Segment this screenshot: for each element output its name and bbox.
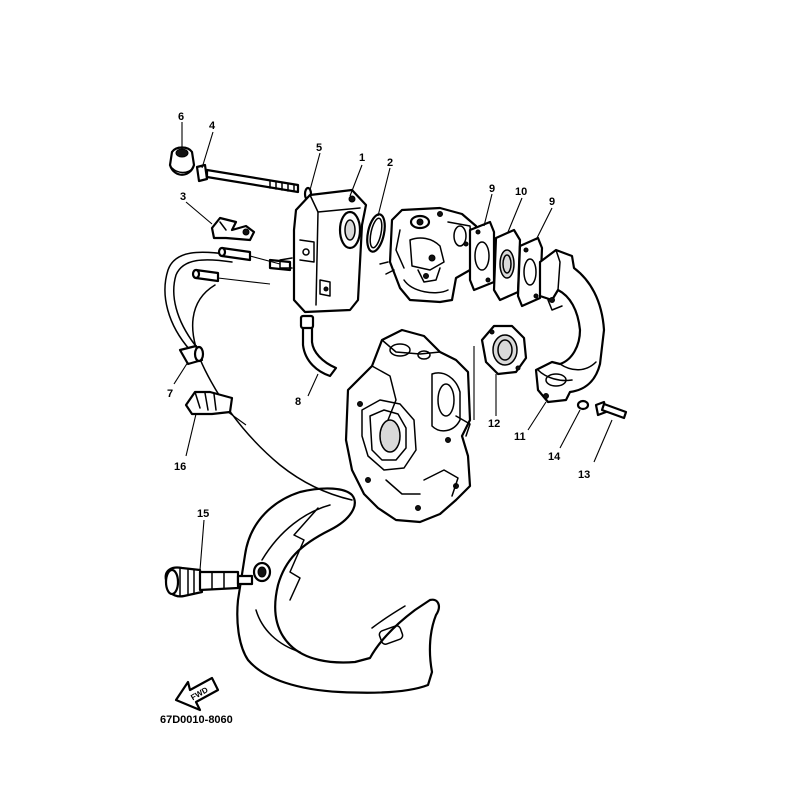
callout-10: 10 — [515, 186, 527, 198]
leader-lines — [173, 122, 613, 571]
carburetor — [379, 206, 480, 304]
part-10-insulator — [492, 228, 522, 302]
part-16-clip — [184, 390, 247, 426]
callout-15: 15 — [197, 508, 209, 520]
part-4-bolt — [195, 163, 300, 194]
callout-7: 7 — [167, 388, 173, 400]
part-3-bracket — [210, 216, 256, 242]
part-14-washer — [576, 399, 590, 411]
callout-14: 14 — [548, 451, 561, 463]
callout-3: 3 — [180, 191, 186, 203]
fuel-hose-long — [164, 251, 353, 501]
callout-9a: 9 — [489, 183, 495, 195]
callout-2: 2 — [387, 157, 393, 169]
callout-11: 11 — [514, 431, 526, 443]
part-7-hose-end — [178, 344, 205, 366]
bottom-cowling — [236, 487, 440, 694]
callout-labels: 1 2 3 4 5 6 7 8 9 10 9 11 12 13 14 15 16 — [167, 111, 590, 520]
part-12-gasket — [480, 324, 528, 376]
cylinder-block — [344, 328, 472, 524]
diagram-code: 67D0010-8060 — [160, 714, 233, 726]
callout-12: 12 — [488, 418, 500, 430]
part-9-gasket-left — [468, 220, 496, 292]
part-8-hose — [299, 314, 338, 378]
callout-9b: 9 — [549, 196, 555, 208]
callout-1: 1 — [359, 152, 365, 164]
callout-5: 5 — [316, 142, 322, 154]
callout-4: 4 — [209, 120, 216, 132]
part-11-intake-manifold — [534, 248, 606, 404]
part-13-bolt — [594, 400, 628, 420]
fwd-arrow: FWD — [174, 676, 220, 712]
callout-6: 6 — [178, 111, 184, 123]
hose-fittings — [191, 246, 292, 285]
part-2-o-ring — [366, 213, 386, 253]
callout-13: 13 — [578, 469, 590, 481]
part-15-fitting — [164, 561, 272, 598]
part-1-pump-body — [279, 188, 368, 314]
callout-16: 16 — [174, 461, 186, 473]
part-6-cap — [168, 146, 196, 176]
part-9-gasket-right — [516, 236, 544, 308]
callout-8: 8 — [295, 396, 301, 408]
